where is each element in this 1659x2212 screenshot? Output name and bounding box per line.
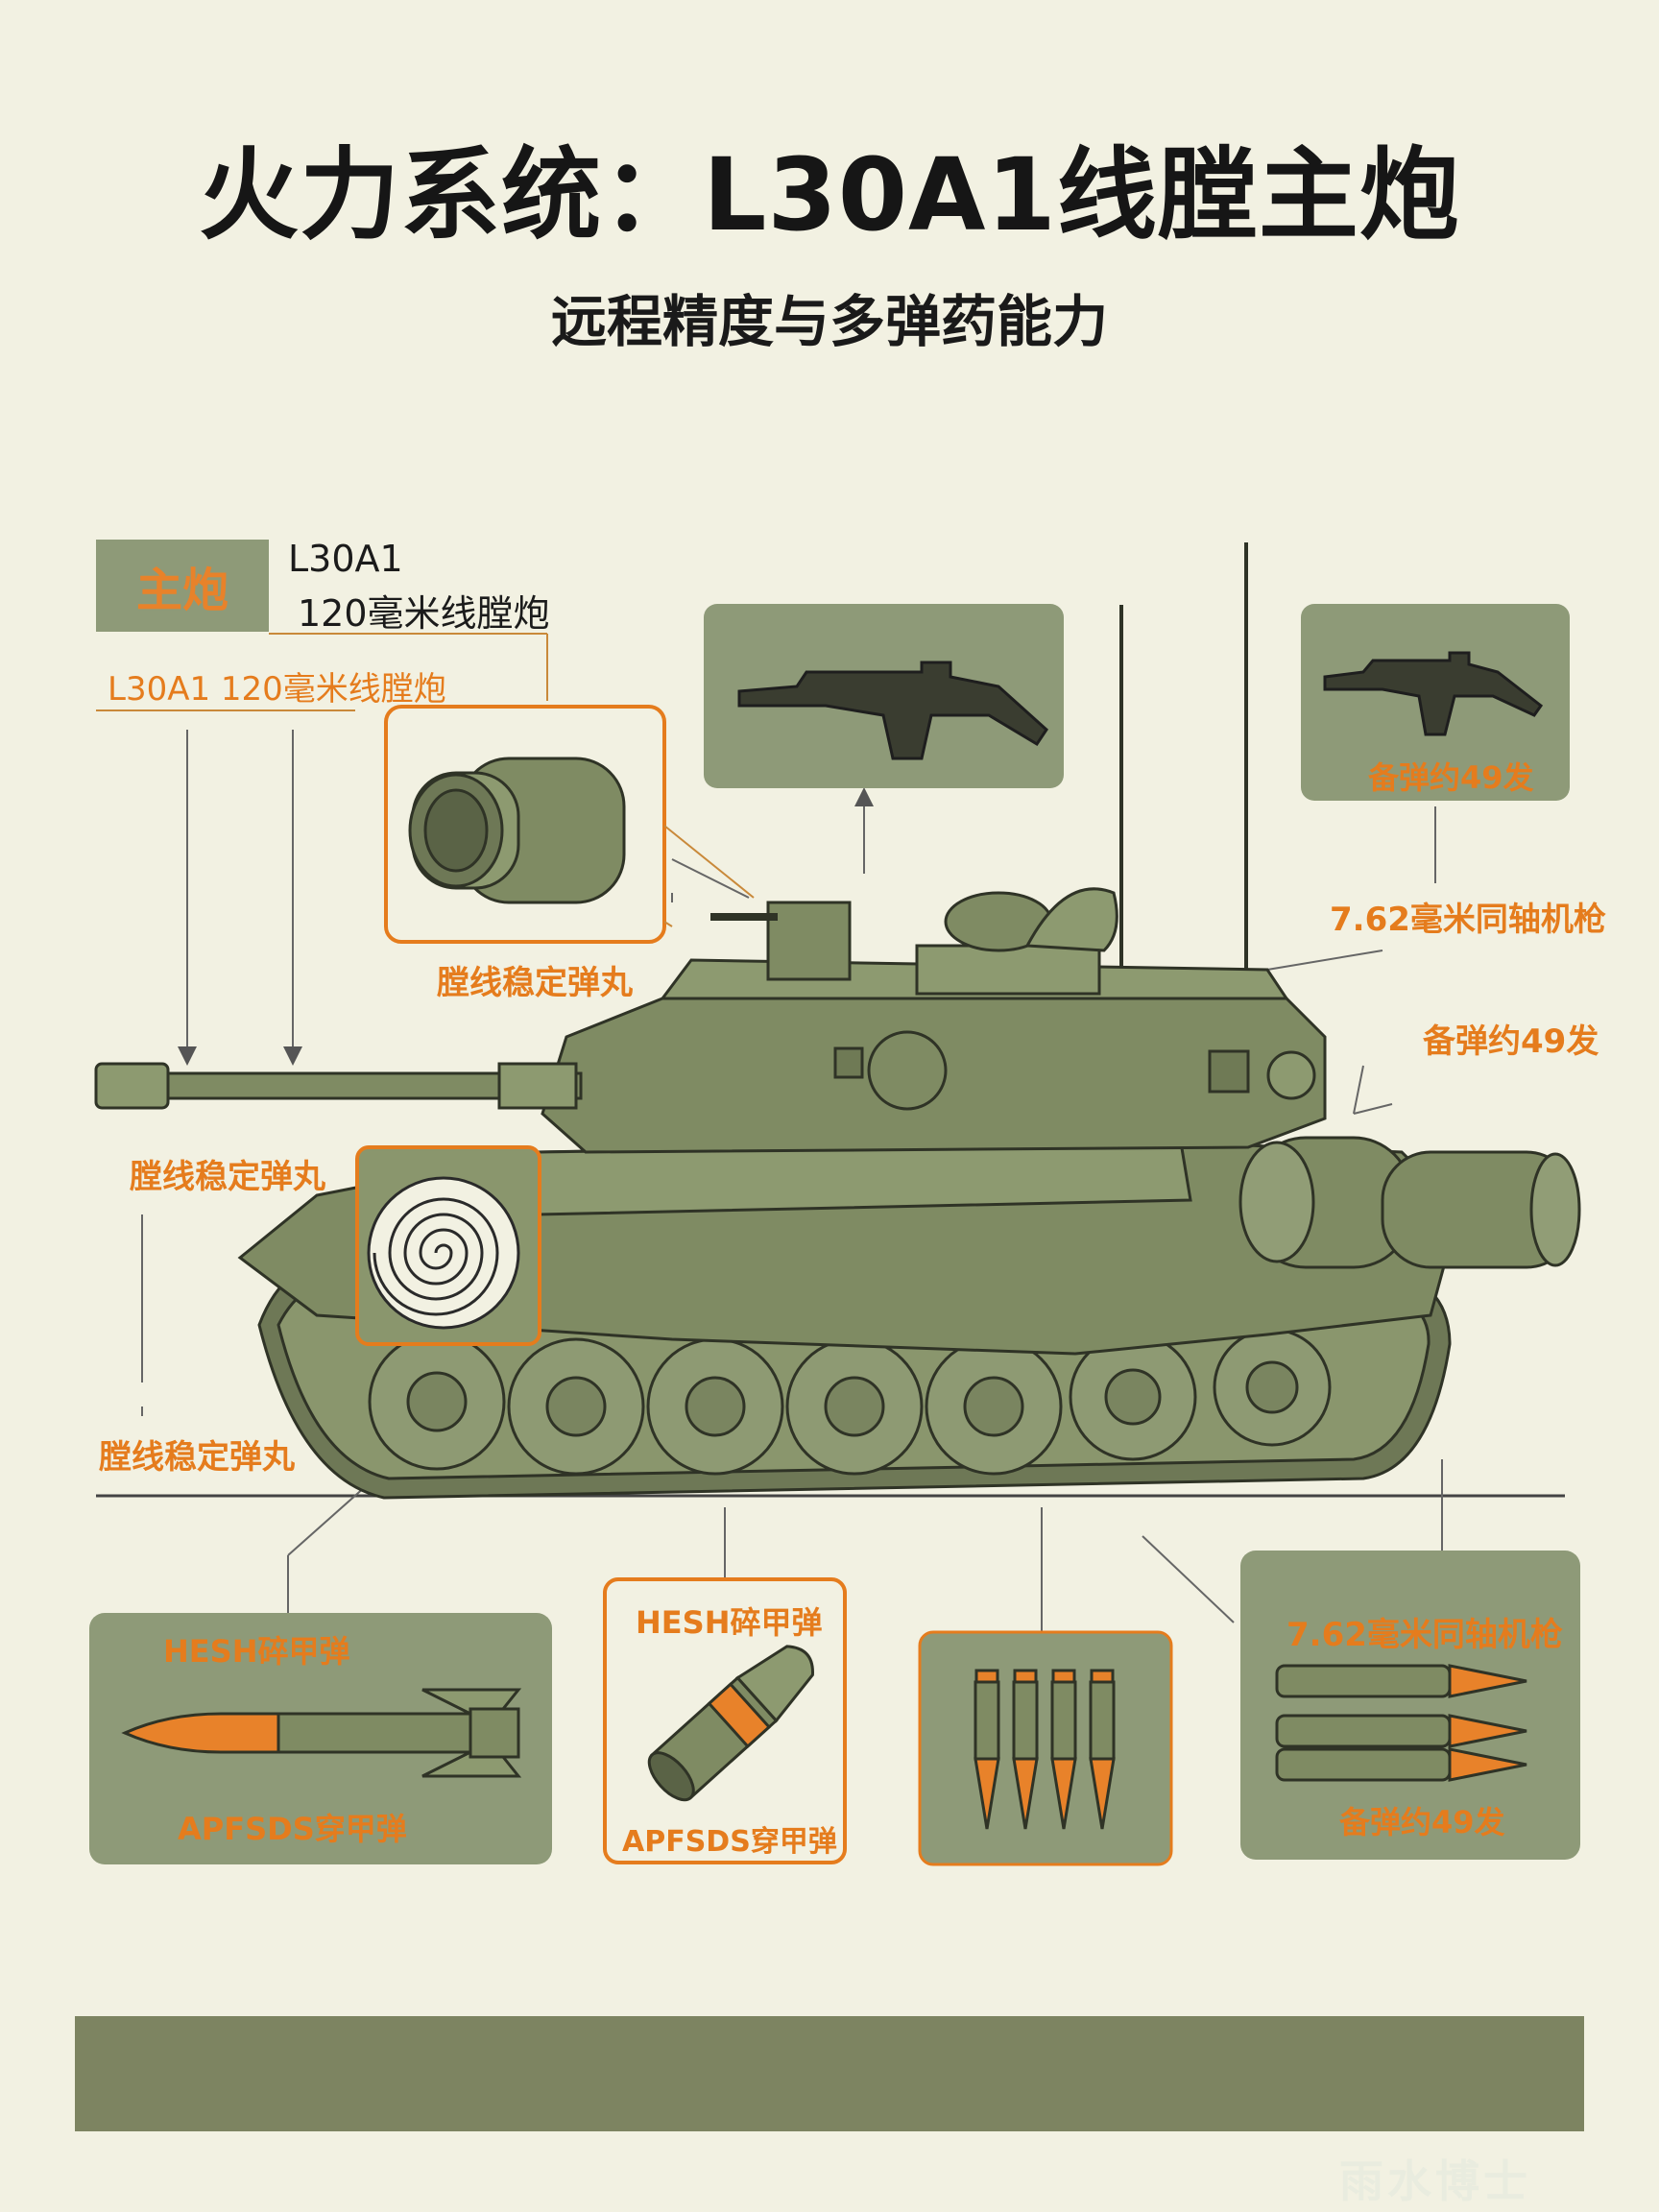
ammo-panel-1-top: HESH碎甲弹 [163,1633,350,1670]
page-subtitle: 远程精度与多弹药能力 [550,289,1108,354]
main-gun-badge: 主炮 [96,540,269,632]
page-title: 火力系统：L30A1线膛主炮 [199,136,1460,253]
bottom-bar [75,2016,1584,2131]
main-gun-caliber: 120毫米线膛炮 [298,592,550,635]
mg-round-icons [1275,1664,1527,1782]
watermark: 雨水博士 [1339,2155,1531,2207]
leader-lines [96,633,548,711]
cartridge-icons [974,1669,1116,1830]
ammo-panel-1-bottom: APFSDS穿甲弹 [178,1811,407,1847]
main-gun-full-label: L30A1 120毫米线膛炮 [108,670,446,709]
ammo-panel-2-top: HESH碎甲弹 [636,1604,823,1641]
ammo-panel-4-bottom: 备弹约49发 [1339,1804,1505,1840]
coax-mg-label: 7.62毫米同轴机枪 [1330,901,1606,939]
muzzle-round-label: 膛线稳定弹丸 [437,964,633,1002]
ammo-count-label: 备弹约49发 [1423,1022,1599,1061]
hesh-round-icon [647,1645,814,1802]
ammo-panel-4-top: 7.62毫米同轴机枪 [1286,1616,1563,1654]
apfsds-round-icon [121,1688,522,1778]
left-round-label-2: 膛线稳定弹丸 [99,1438,295,1477]
rifle-icon [737,661,1048,760]
tank-illustration [94,542,1581,1500]
left-round-label-1: 膛线稳定弹丸 [130,1158,325,1196]
ammo-panel-2-bottom: APFSDS穿甲弹 [622,1825,837,1859]
rifle-icon-right [1323,651,1544,736]
main-gun-model: L30A1 [288,538,403,580]
rifle-panel-ammo: 备弹约49发 [1368,759,1534,796]
